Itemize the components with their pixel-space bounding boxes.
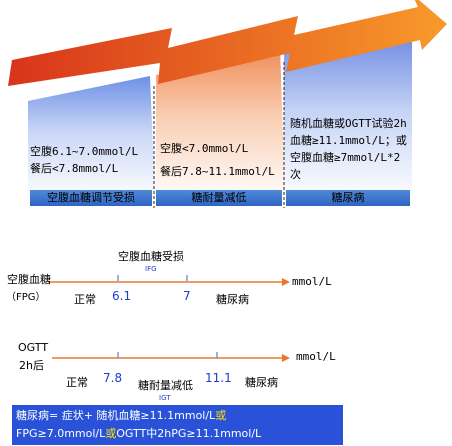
progress-arrow <box>8 0 447 86</box>
panel-3-background <box>284 22 412 200</box>
panel-1-label: 空腹血糖调节受损 <box>30 190 152 206</box>
ogtt-igt-label: 糖耐量减低 <box>138 379 193 392</box>
summary-or-2: 或 <box>105 427 117 440</box>
panel-2-background <box>156 47 285 200</box>
summary-part-2: FPG≥7.0mmol/L <box>16 427 106 440</box>
fpg-diabetes-label: 糖尿病 <box>216 293 249 306</box>
panel-1-text: 空腹6.1~7.0mmol/L 餐后<7.8mmol/L <box>30 145 139 175</box>
fpg-scale-title: 空腹血糖受损 <box>118 250 184 263</box>
ogtt-axis-arrowhead <box>282 354 290 362</box>
ogtt-axis-label-sub: 2h后 <box>19 359 44 372</box>
ogtt-unit: mmol/L <box>296 350 336 363</box>
fpg-axis-label-sub: （FPG） <box>6 292 46 303</box>
fpg-normal-label: 正常 <box>74 293 96 306</box>
fpg-axis-arrowhead <box>282 278 290 286</box>
fpg-value-7: 7 <box>183 289 191 303</box>
ogtt-value-11-1: 11.1 <box>205 371 232 385</box>
fpg-unit: mmol/L <box>292 275 332 288</box>
panel-2-text: 空腹<7.0mmol/L 餐后7.8~11.1mmol/L <box>160 142 275 178</box>
ogtt-axis-label: OGTT <box>18 341 49 354</box>
panel-2-label: 糖耐量减低 <box>156 190 282 206</box>
summary-part-1: 糖尿病= 症状+ 随机血糖≥11.1mmol/L <box>16 409 216 422</box>
summary-part-3: OGTT中2hPG≥11.1mmol/L <box>116 427 262 440</box>
panel-1-background <box>28 76 155 200</box>
panel-3-label: 糖尿病 <box>286 190 410 206</box>
ogtt-value-7-8: 7.8 <box>103 371 123 385</box>
ogtt-diabetes-label: 糖尿病 <box>245 376 278 389</box>
diagnosis-summary-box: 糖尿病= 症状+ 随机血糖≥11.1mmol/L或 FPG≥7.0mmol/L或… <box>12 405 343 445</box>
fpg-axis-label: 空腹血糖 <box>7 273 51 286</box>
ogtt-igt-abbr: IGT <box>159 394 171 402</box>
ogtt-normal-label: 正常 <box>66 376 88 389</box>
summary-or-1: 或 <box>215 409 227 422</box>
panel-3-text: 随机血糖或OGTT试验2h血糖≥11.1mmol/L；或空腹血糖≥7mmol/L… <box>290 117 407 181</box>
fpg-value-6-1: 6.1 <box>112 289 132 303</box>
fpg-scale-title-abbr: IFG <box>145 265 157 273</box>
